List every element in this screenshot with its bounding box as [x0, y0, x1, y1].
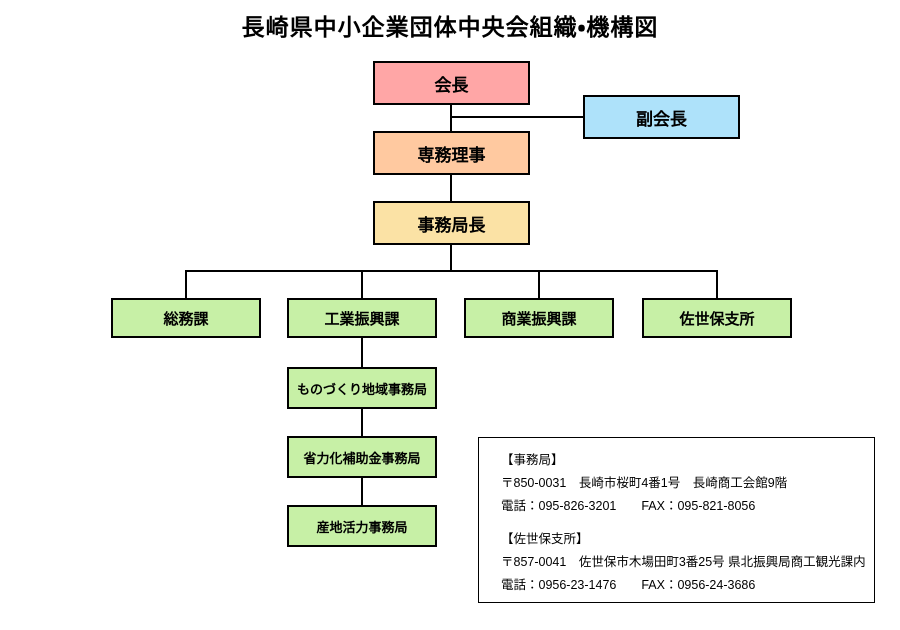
connector-to-vice-chairman — [451, 116, 584, 118]
box-secretary-general: 事務局長 — [373, 201, 530, 245]
connector-department-bus — [185, 270, 718, 272]
office-contact: 電話：095-826-3201 FAX：095-821-8056 — [501, 499, 756, 513]
office-heading: 【事務局】 — [501, 453, 564, 467]
connector-drop-sasebo — [716, 270, 718, 299]
box-suboffice-shoryokuka: 省力化補助金事務局 — [287, 436, 437, 478]
branch-contact: 電話：0956-23-1476 FAX：0956-24-3686 — [501, 578, 756, 592]
contact-info-box: 【事務局】 〒850-0031 長崎市桜町4番1号 長崎商工会館9階 電話：09… — [478, 437, 875, 603]
connector-secretary-stem — [450, 244, 452, 272]
connector-executive-to-secretary — [450, 173, 452, 203]
office-address: 〒850-0031 長崎市桜町4番1号 長崎商工会館9階 — [501, 476, 788, 490]
box-department-industry-promotion: 工業振興課 — [287, 298, 437, 338]
box-department-commerce-promotion: 商業振興課 — [464, 298, 614, 338]
connector-drop-soumuka — [185, 270, 187, 299]
connector-shoryokuka-to-sanchi — [361, 477, 363, 506]
page-title: 長崎県中小企業団体中央会組織・機構図 — [241, 14, 659, 40]
connector-drop-shogyo — [538, 270, 540, 299]
info-gap — [501, 518, 858, 528]
box-chairman: 会長 — [373, 61, 530, 105]
box-vice-chairman: 副会長 — [583, 95, 740, 139]
box-suboffice-monozukuri: ものづくり地域事務局 — [287, 367, 437, 409]
branch-heading: 【佐世保支所】 — [501, 532, 589, 546]
branch-address: 〒857-0041 佐世保市木場田町3番25号 県北振興局商工観光課内 — [501, 555, 866, 569]
connector-monozukuri-to-shoryokuka — [361, 408, 363, 437]
box-department-sasebo-branch: 佐世保支所 — [642, 298, 792, 338]
connector-kogyo-to-monozukuri — [361, 337, 363, 368]
box-department-general-affairs: 総務課 — [111, 298, 261, 338]
box-executive-director: 専務理事 — [373, 131, 530, 175]
connector-drop-kogyo — [361, 270, 363, 299]
connector-chairman-to-executive — [450, 104, 452, 133]
box-suboffice-sanchi: 産地活力事務局 — [287, 505, 437, 547]
